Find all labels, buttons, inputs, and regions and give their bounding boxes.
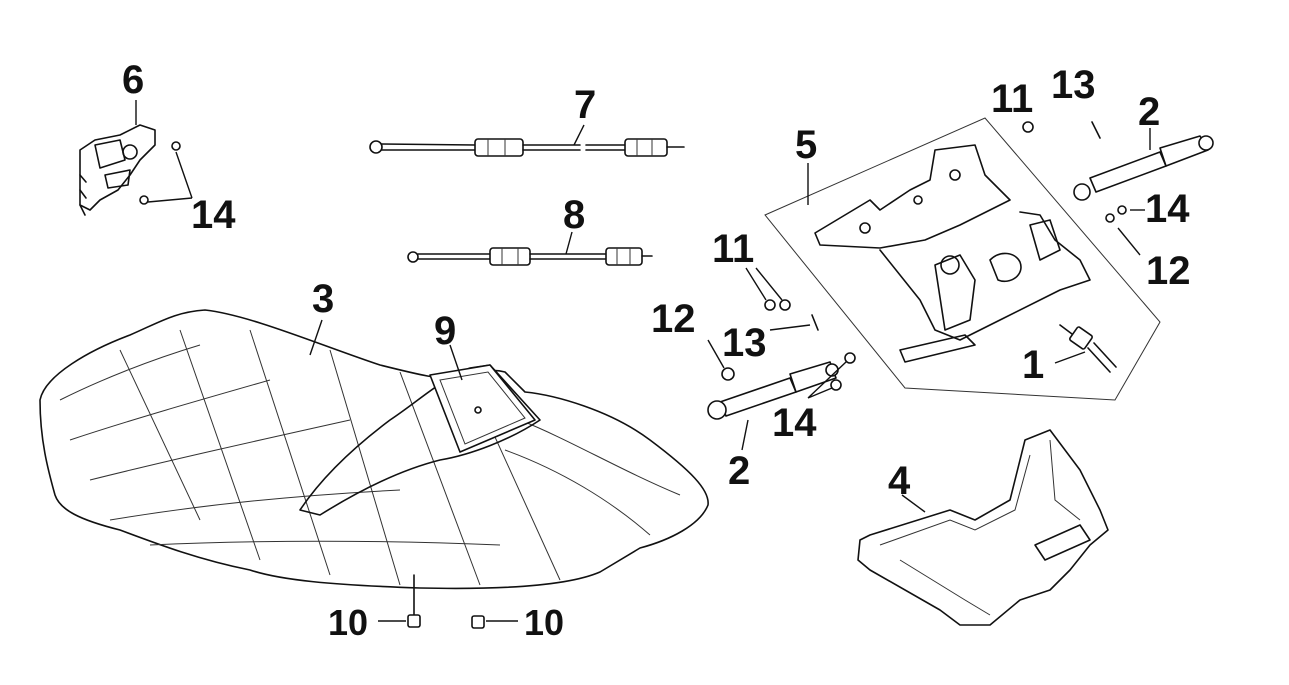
callout-13-mid: 13 — [722, 321, 767, 365]
callout-11-mid: 11 — [712, 227, 754, 271]
callout-14-right: 14 — [1145, 187, 1190, 231]
part-2-gas-strut-upper — [1073, 128, 1214, 201]
callout-12-right: 12 — [1146, 249, 1191, 293]
hardware-top-right — [1022, 121, 1145, 256]
callout-8: 8 — [563, 193, 585, 237]
part-4-storage-tray — [857, 429, 1109, 626]
hardware-middle — [707, 267, 856, 399]
part-6-seat-latch — [79, 100, 181, 216]
part-9-cover-plate — [429, 344, 536, 453]
callout-10-left: 10 — [328, 602, 368, 643]
callout-14-left: 14 — [191, 193, 236, 237]
part-3-seat — [39, 309, 709, 590]
callout-2-bottom: 2 — [728, 449, 750, 493]
callout-4: 4 — [888, 459, 911, 503]
part-5-seat-frame — [764, 117, 1161, 401]
part-8-cable-lower — [407, 231, 653, 266]
callout-11-top: 11 — [991, 77, 1033, 121]
callout-6: 6 — [122, 58, 144, 102]
part-1-lock-cylinder — [1054, 324, 1117, 373]
callout-7: 7 — [574, 83, 596, 127]
part-2-gas-strut-lower — [707, 361, 839, 451]
callout-5: 5 — [795, 123, 817, 167]
callout-3: 3 — [312, 277, 334, 321]
part-10-bolts — [378, 574, 518, 629]
callout-14-bottom: 14 — [772, 401, 817, 445]
callout-9: 9 — [434, 309, 456, 353]
callout-1: 1 — [1022, 343, 1044, 387]
callout-2-top: 2 — [1138, 90, 1160, 134]
part-7-cable-upper — [369, 124, 685, 157]
leader-14-left — [147, 151, 193, 203]
callout-13-top: 13 — [1051, 63, 1096, 107]
callout-10-right: 10 — [524, 602, 564, 643]
callout-12-left: 12 — [651, 297, 696, 341]
